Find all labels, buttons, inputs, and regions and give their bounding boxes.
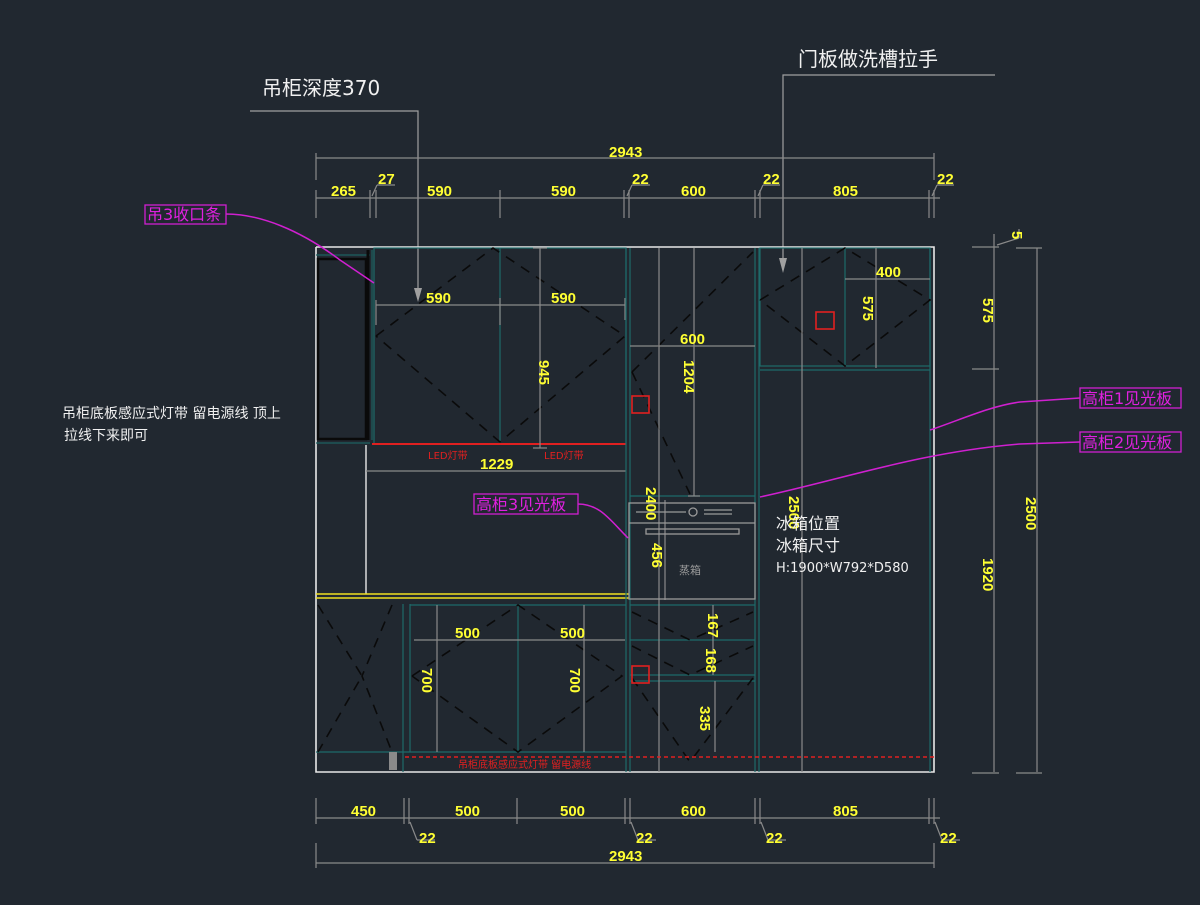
bottom-dim-500a: 500 (455, 803, 480, 820)
top-dim-805: 805 (833, 183, 858, 200)
led-span-dim: 1229 (480, 456, 513, 473)
bottom-dim-500b: 500 (560, 803, 585, 820)
top-dim-590a: 590 (427, 183, 452, 200)
right-upper-dim: 575 (979, 298, 996, 323)
top-dimension-lines (315, 153, 954, 218)
wall-cabinet-depth-note: 吊柜深度370 (262, 76, 380, 100)
base-cabinets (316, 604, 934, 772)
steam-oven (628, 502, 756, 600)
tall1-top-height-dim: 575 (859, 296, 876, 321)
bottom-gap-1: 22 (419, 830, 436, 847)
right-dimension-lines (972, 229, 1042, 774)
top-dim-22a: 22 (632, 171, 649, 188)
tall3-callout-box (473, 493, 579, 515)
base-dim-lines (414, 605, 716, 752)
wall-cab-height: 945 (535, 360, 552, 385)
base-height-2: 700 (566, 668, 583, 693)
led-label-1: LED灯带 (428, 450, 468, 462)
right-top-gap-dim: 5 (1008, 231, 1025, 239)
top-dim-590b: 590 (551, 183, 576, 200)
base-width-1: 500 (455, 625, 480, 642)
tall3-total-height-dim: 2400 (642, 487, 659, 520)
bottom-led-note: 吊柜底板感应式灯带 留电源线 (458, 758, 591, 771)
wall-cab-width-2: 590 (551, 290, 576, 307)
fridge-position-label: 冰箱位置 (776, 514, 840, 533)
handle-arrow-icon (779, 258, 787, 273)
wall-cab-dim-lines (366, 247, 626, 472)
tall3-upper-height-dim: 1204 (680, 360, 697, 394)
depth-arrow-icon (414, 288, 422, 302)
bottom-dimension-lines (315, 798, 960, 868)
top-dim-22b: 22 (763, 171, 780, 188)
tall1-dim-lines (801, 248, 930, 772)
bottom-overall-dim: 2943 (609, 848, 642, 865)
led-note-line-1: 吊柜底板感应式灯带 留电源线 顶上 (62, 405, 281, 422)
tall-cabinet-1 (759, 247, 932, 772)
base-width-2: 500 (560, 625, 585, 642)
drawer-height-1: 167 (704, 613, 721, 638)
led-note-line-2: 拉线下来即可 (64, 428, 148, 444)
tall3-panel-callout: 高柜3见光板 (476, 495, 566, 514)
bottom-gap-3: 22 (766, 830, 783, 847)
right-lower-dim: 1920 (979, 558, 996, 591)
bottom-dim-600: 600 (681, 803, 706, 820)
wall-cab-width-1: 590 (426, 290, 451, 307)
tall2-callout-box (1079, 431, 1182, 453)
fridge-size-label: 冰箱尺寸 (776, 536, 840, 555)
filler-strip-callout: 吊3收口条 (147, 205, 221, 224)
door-handle-note: 门板做洗槽拉手 (798, 47, 938, 71)
tall3-width-dim: 600 (680, 331, 705, 348)
bottom-dim-450: 450 (351, 803, 376, 820)
drawer-height-2: 168 (702, 648, 719, 673)
right-overall-dim: 2500 (1022, 497, 1039, 530)
base-height-1: 700 (418, 668, 435, 693)
oven-label: 蒸箱 (679, 563, 701, 577)
tall2-panel-callout: 高柜2见光板 (1082, 433, 1172, 452)
left-filler (316, 250, 373, 594)
led-label-2: LED灯带 (544, 450, 584, 462)
tall3-dim-lines (630, 248, 755, 772)
fridge-size-value: H:1900*W792*D580 (776, 561, 909, 576)
handle-note-leader (782, 74, 995, 262)
drawer-height-3: 335 (696, 706, 713, 731)
tall1-panel-callout: 高柜1见光板 (1082, 389, 1172, 408)
bottom-dim-805: 805 (833, 803, 858, 820)
wall-cabinet (372, 247, 627, 445)
filler-strip-callout-box (144, 204, 227, 225)
oven-height-dim: 456 (648, 543, 665, 568)
tall1-top-width-dim: 400 (876, 264, 901, 281)
fridge-height-dim: 2500 (785, 496, 802, 529)
bottom-gap-4: 22 (940, 830, 957, 847)
depth-note-leader (250, 110, 419, 292)
tall1-callout-box (1079, 387, 1182, 409)
top-overall-dim: 2943 (609, 144, 642, 161)
top-dim-265: 265 (331, 183, 356, 200)
countertop (316, 593, 630, 599)
bottom-gap-2: 22 (636, 830, 653, 847)
top-dim-22c: 22 (937, 171, 954, 188)
top-dim-27: 27 (378, 171, 395, 188)
cabinet-outline (315, 246, 935, 773)
callout-leaders (225, 213, 1081, 539)
top-dim-600: 600 (681, 183, 706, 200)
